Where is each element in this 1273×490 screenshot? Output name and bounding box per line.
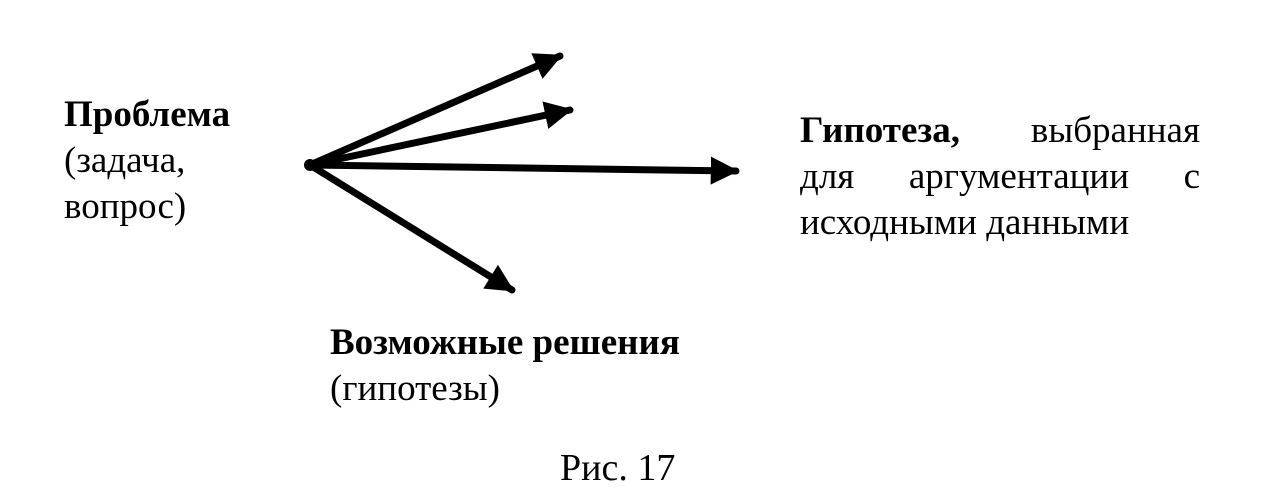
hypothesis-line-3: исходными данными <box>800 202 1130 243</box>
hypothesis-title: Гипотеза, <box>800 110 960 151</box>
solutions-block: Возможные решения (гипотезы) <box>330 320 680 412</box>
hypothesis-word: с <box>1183 156 1201 197</box>
arrow-to-possible-solutions <box>306 161 516 294</box>
figure-caption: Рис. 17 <box>560 447 676 489</box>
arrows-origin-dot <box>304 159 316 171</box>
hypothesis-line-2: для аргументации с <box>800 154 1200 200</box>
arrow-to-chosen-hypothesis <box>306 156 740 185</box>
solutions-subtitle: (гипотезы) <box>330 368 500 409</box>
arrow-to-upper-hypothesis <box>306 101 574 169</box>
problem-line-3: вопрос) <box>64 186 187 227</box>
solutions-title: Возможные решения <box>330 322 680 363</box>
problem-title: Проблема <box>64 94 231 135</box>
arrow-group <box>306 52 740 294</box>
hypothesis-word: аргументации <box>908 156 1130 197</box>
hypothesis-line-1: Гипотеза, выбранная <box>800 108 1200 154</box>
hypothesis-line-1-rest: выбранная <box>1030 110 1200 151</box>
arrow-to-top-hypothesis <box>306 52 564 169</box>
hypothesis-block: Гипотеза, выбранная для аргументации с и… <box>800 108 1200 246</box>
problem-block: Проблема (задача, вопрос) <box>64 92 230 230</box>
problem-line-2: (задача, <box>64 140 186 181</box>
hypothesis-word: для <box>800 156 855 197</box>
